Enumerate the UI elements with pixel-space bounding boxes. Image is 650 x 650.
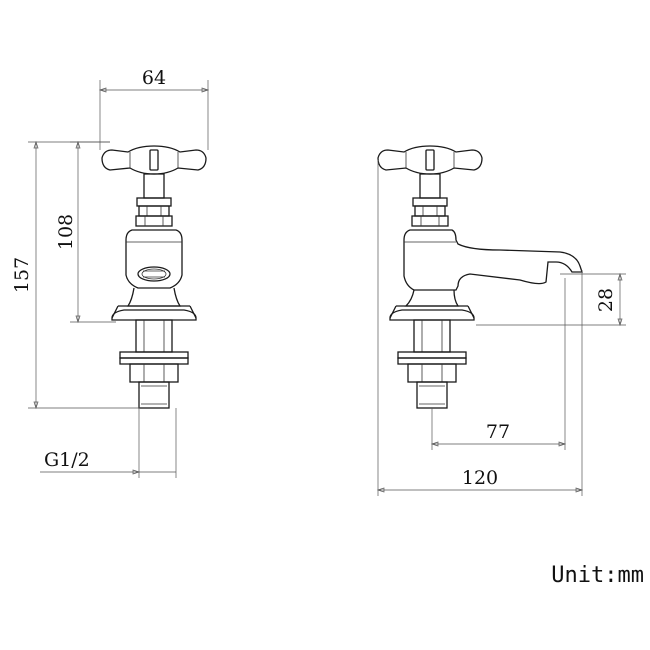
dim-label-157: 157 bbox=[11, 257, 33, 293]
dim-label-108: 108 bbox=[55, 214, 77, 250]
dim-spout-reach: 77 bbox=[430, 278, 567, 450]
dim-label-28: 28 bbox=[595, 288, 617, 312]
dim-label-64: 64 bbox=[142, 67, 166, 89]
dim-label-120: 120 bbox=[462, 467, 498, 489]
front-view bbox=[101, 145, 207, 409]
dim-thread: G1/2 bbox=[40, 408, 177, 478]
dim-width-total: 120 bbox=[376, 160, 584, 496]
dim-label-77: 77 bbox=[486, 421, 510, 443]
side-view bbox=[377, 145, 583, 409]
dim-spout-height: 28 bbox=[476, 272, 626, 327]
dim-label-thread: G1/2 bbox=[44, 449, 90, 471]
unit-label: Unit:mm bbox=[551, 563, 644, 588]
dim-height-body: 108 bbox=[55, 140, 116, 324]
dim-width-top: 64 bbox=[98, 67, 210, 150]
dim-height-total: 157 bbox=[11, 140, 140, 410]
